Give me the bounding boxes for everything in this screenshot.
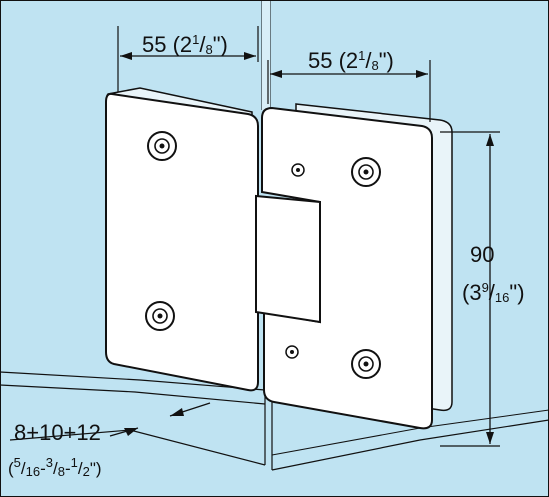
dimension-label-height-inch: (39/16") <box>462 280 525 305</box>
left-hinge-plate <box>105 87 259 392</box>
dimension-label-top-left: 55 (21/8") <box>142 32 228 57</box>
countersunk-screw-icon <box>147 131 177 161</box>
right-hinge-plate <box>255 103 453 430</box>
dimension-label-glass-inch: (5/16-3/8-1/2") <box>8 455 102 479</box>
dimension-top-left: 55 (21/8") <box>117 26 259 92</box>
dimension-label-glass: 8+10+12 <box>14 420 101 445</box>
dowel-pin-icon <box>291 163 305 177</box>
dimension-label-top-right: 55 (21/8") <box>308 48 394 73</box>
dimension-glass-thickness: 8+10+12 (5/16-3/8-1/2") <box>8 402 211 479</box>
hinge-knuckle <box>255 194 321 324</box>
dimension-label-height: 90 <box>470 242 494 267</box>
dimension-height: 90 (39/16") <box>440 131 525 447</box>
countersunk-screw-icon <box>351 157 381 187</box>
floor-edge-left <box>0 371 266 391</box>
dowel-pin-icon <box>285 345 299 359</box>
glass-edge-top <box>262 0 270 110</box>
floor-edge-left-2 <box>0 384 266 405</box>
right-plate-face <box>261 106 433 430</box>
glass-bottom-right-edge <box>271 419 549 471</box>
countersunk-screw-icon <box>145 301 175 331</box>
countersunk-screw-icon <box>351 349 381 379</box>
dimension-top-right: 55 (21/8") <box>267 48 431 122</box>
left-plate-face <box>105 92 259 392</box>
